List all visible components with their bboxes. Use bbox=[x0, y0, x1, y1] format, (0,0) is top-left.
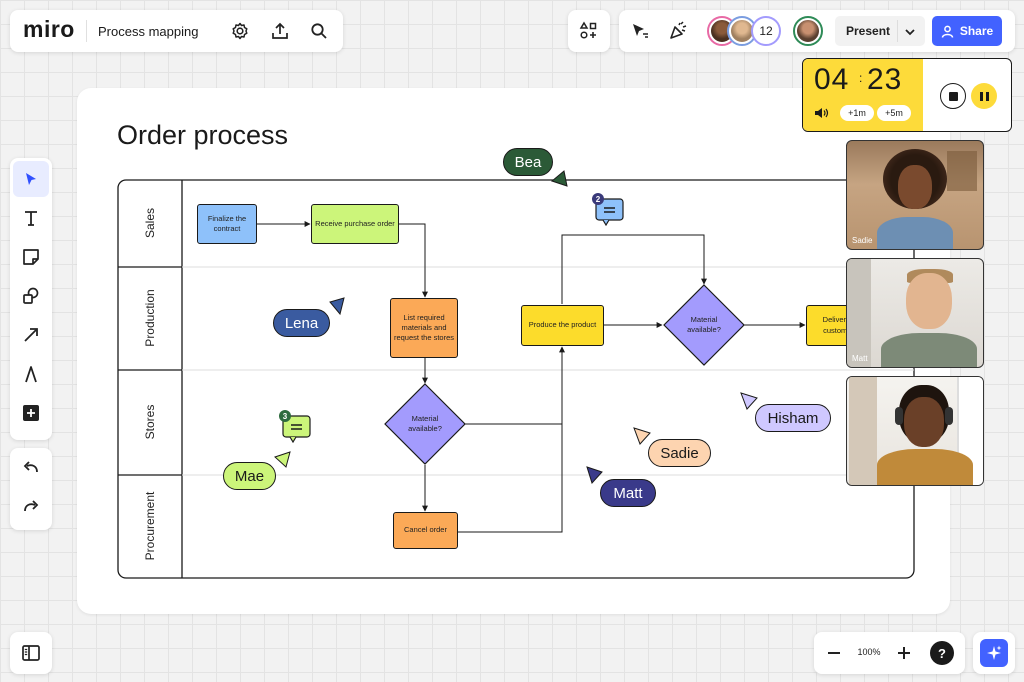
node-produce-product[interactable]: Produce the product bbox=[521, 305, 604, 346]
more-collaborators-count[interactable]: 12 bbox=[751, 16, 781, 46]
ai-assist-button[interactable] bbox=[973, 632, 1015, 674]
undo-icon bbox=[23, 461, 38, 473]
miro-logo[interactable]: miro bbox=[23, 16, 75, 42]
cursor-label-bea: Bea bbox=[503, 148, 553, 176]
cursor-label-lena: Lena bbox=[273, 309, 330, 337]
arrow-line-icon bbox=[24, 328, 38, 342]
search-icon[interactable] bbox=[308, 20, 330, 42]
volume-icon[interactable] bbox=[814, 107, 830, 119]
plus-square-icon bbox=[23, 405, 39, 421]
cursor-label-mae: Mae bbox=[223, 462, 276, 490]
top-left-toolbar: miro Process mapping bbox=[10, 10, 343, 52]
participant-name: Matt bbox=[852, 354, 868, 363]
lane-label-production: Production bbox=[143, 289, 157, 347]
cursor-label-sadie: Sadie bbox=[648, 439, 711, 467]
timer-widget: 04 : 23 +1m +5m bbox=[802, 58, 1012, 132]
node-list-materials[interactable]: List required materials and request the … bbox=[390, 298, 458, 358]
video-tile-matt[interactable]: Matt bbox=[846, 258, 984, 368]
redo-button[interactable] bbox=[13, 490, 49, 526]
present-button-label: Present bbox=[846, 24, 891, 38]
help-question-icon: ? bbox=[938, 645, 946, 661]
zoom-level[interactable]: 100% bbox=[857, 647, 881, 657]
pen-tool-button[interactable] bbox=[13, 356, 49, 392]
timer-separator: : bbox=[859, 71, 863, 85]
cursor-label-hisham: Hisham bbox=[755, 404, 831, 432]
participant-avatar bbox=[906, 273, 952, 329]
more-tools-button[interactable] bbox=[13, 395, 49, 431]
sticky-note-tool-button[interactable] bbox=[13, 239, 49, 275]
frame-title: Order process bbox=[117, 120, 289, 150]
text-tool-button[interactable] bbox=[13, 200, 49, 236]
cursor-arrow-icon bbox=[26, 173, 36, 185]
lane-label-stores: Stores bbox=[143, 404, 157, 440]
settings-gear-icon[interactable] bbox=[229, 20, 251, 42]
node-receive-purchase-order[interactable]: Receive purchase order bbox=[311, 204, 399, 244]
undo-redo-toolbar bbox=[10, 448, 52, 530]
apps-icon bbox=[579, 21, 597, 39]
redo-icon bbox=[24, 500, 39, 512]
add-5-minutes-button[interactable]: +5m bbox=[877, 105, 911, 121]
help-button[interactable]: ? bbox=[930, 641, 954, 665]
diamond-material-available-1 bbox=[384, 383, 466, 465]
lane-label-sales: Sales bbox=[143, 207, 157, 239]
collaboration-toolbar: 12 Present Share bbox=[619, 10, 1015, 52]
node-cancel-order[interactable]: Cancel order bbox=[393, 512, 458, 549]
sidebar-panel-icon bbox=[22, 645, 40, 661]
undo-button[interactable] bbox=[13, 451, 49, 487]
diamond-text-material-2: Material available? bbox=[687, 314, 721, 334]
stop-timer-button[interactable] bbox=[940, 83, 966, 109]
video-tile-sadie[interactable]: Sadie bbox=[846, 140, 984, 250]
celebrate-icon[interactable] bbox=[667, 20, 689, 42]
pen-icon bbox=[25, 366, 37, 383]
comment-icon[interactable]: 3 bbox=[279, 410, 313, 448]
timer-seconds: 23 bbox=[867, 63, 903, 96]
share-button-label: Share bbox=[959, 24, 994, 38]
video-tile-participant[interactable] bbox=[846, 376, 984, 486]
apps-button[interactable] bbox=[568, 10, 610, 52]
text-icon bbox=[25, 211, 37, 226]
comment-icon[interactable]: 2 bbox=[592, 193, 626, 231]
select-tool-button[interactable] bbox=[13, 161, 49, 197]
diamond-material-available-2 bbox=[663, 284, 745, 366]
chevron-down-icon bbox=[905, 29, 915, 36]
share-button[interactable]: Share bbox=[932, 16, 1002, 46]
shapes-tool-button[interactable] bbox=[13, 278, 49, 314]
left-toolbar bbox=[10, 158, 52, 440]
plus-icon bbox=[898, 647, 910, 659]
board-title[interactable]: Process mapping bbox=[98, 24, 199, 39]
node-finalize-contract[interactable]: Finalize the contract bbox=[197, 204, 257, 244]
cursor-label-matt: Matt bbox=[600, 479, 656, 507]
timer-minutes: 04 bbox=[814, 63, 850, 96]
lane-label-procurement: Procurement bbox=[143, 491, 157, 561]
shapes-icon bbox=[23, 287, 39, 304]
zoom-in-button[interactable] bbox=[894, 643, 914, 663]
connection-line-tool-button[interactable] bbox=[13, 317, 49, 353]
export-upload-icon[interactable] bbox=[269, 20, 291, 42]
present-button[interactable]: Present bbox=[835, 16, 925, 46]
comment-count-badge: 3 bbox=[279, 410, 291, 422]
minus-icon bbox=[828, 652, 840, 654]
pause-timer-button[interactable] bbox=[971, 83, 997, 109]
add-1-minute-button[interactable]: +1m bbox=[840, 105, 874, 121]
zoom-controls: 100% ? bbox=[814, 632, 965, 674]
sticky-note-icon bbox=[23, 249, 39, 265]
reactions-cursor-icon[interactable] bbox=[629, 20, 651, 42]
zoom-out-button[interactable] bbox=[824, 643, 844, 663]
pause-icon bbox=[979, 91, 989, 101]
stop-icon bbox=[948, 91, 958, 101]
sidebar-toggle-button[interactable] bbox=[10, 632, 52, 674]
avatar[interactable] bbox=[793, 16, 823, 46]
diamond-text-material-1: Material available? bbox=[408, 413, 442, 433]
comment-count-badge: 2 bbox=[592, 193, 604, 205]
sparkle-icon bbox=[987, 645, 1002, 660]
user-icon bbox=[941, 25, 954, 38]
participant-name: Sadie bbox=[852, 236, 873, 245]
